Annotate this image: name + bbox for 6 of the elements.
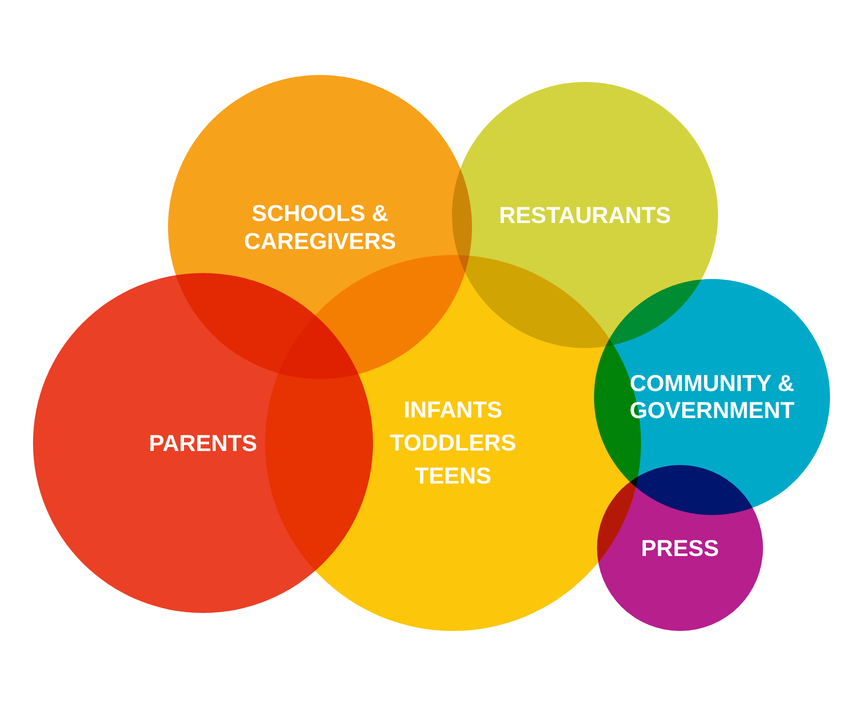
category-label: SCHOOLS & CAREGIVERS xyxy=(243,199,397,255)
category-label: PARENTS xyxy=(148,429,258,457)
category-label: PRESS xyxy=(640,534,720,562)
category-label: INFANTS TODDLERS TEENS xyxy=(389,396,517,490)
venn-circle xyxy=(597,465,763,631)
category-label: RESTAURANTS xyxy=(498,201,672,229)
